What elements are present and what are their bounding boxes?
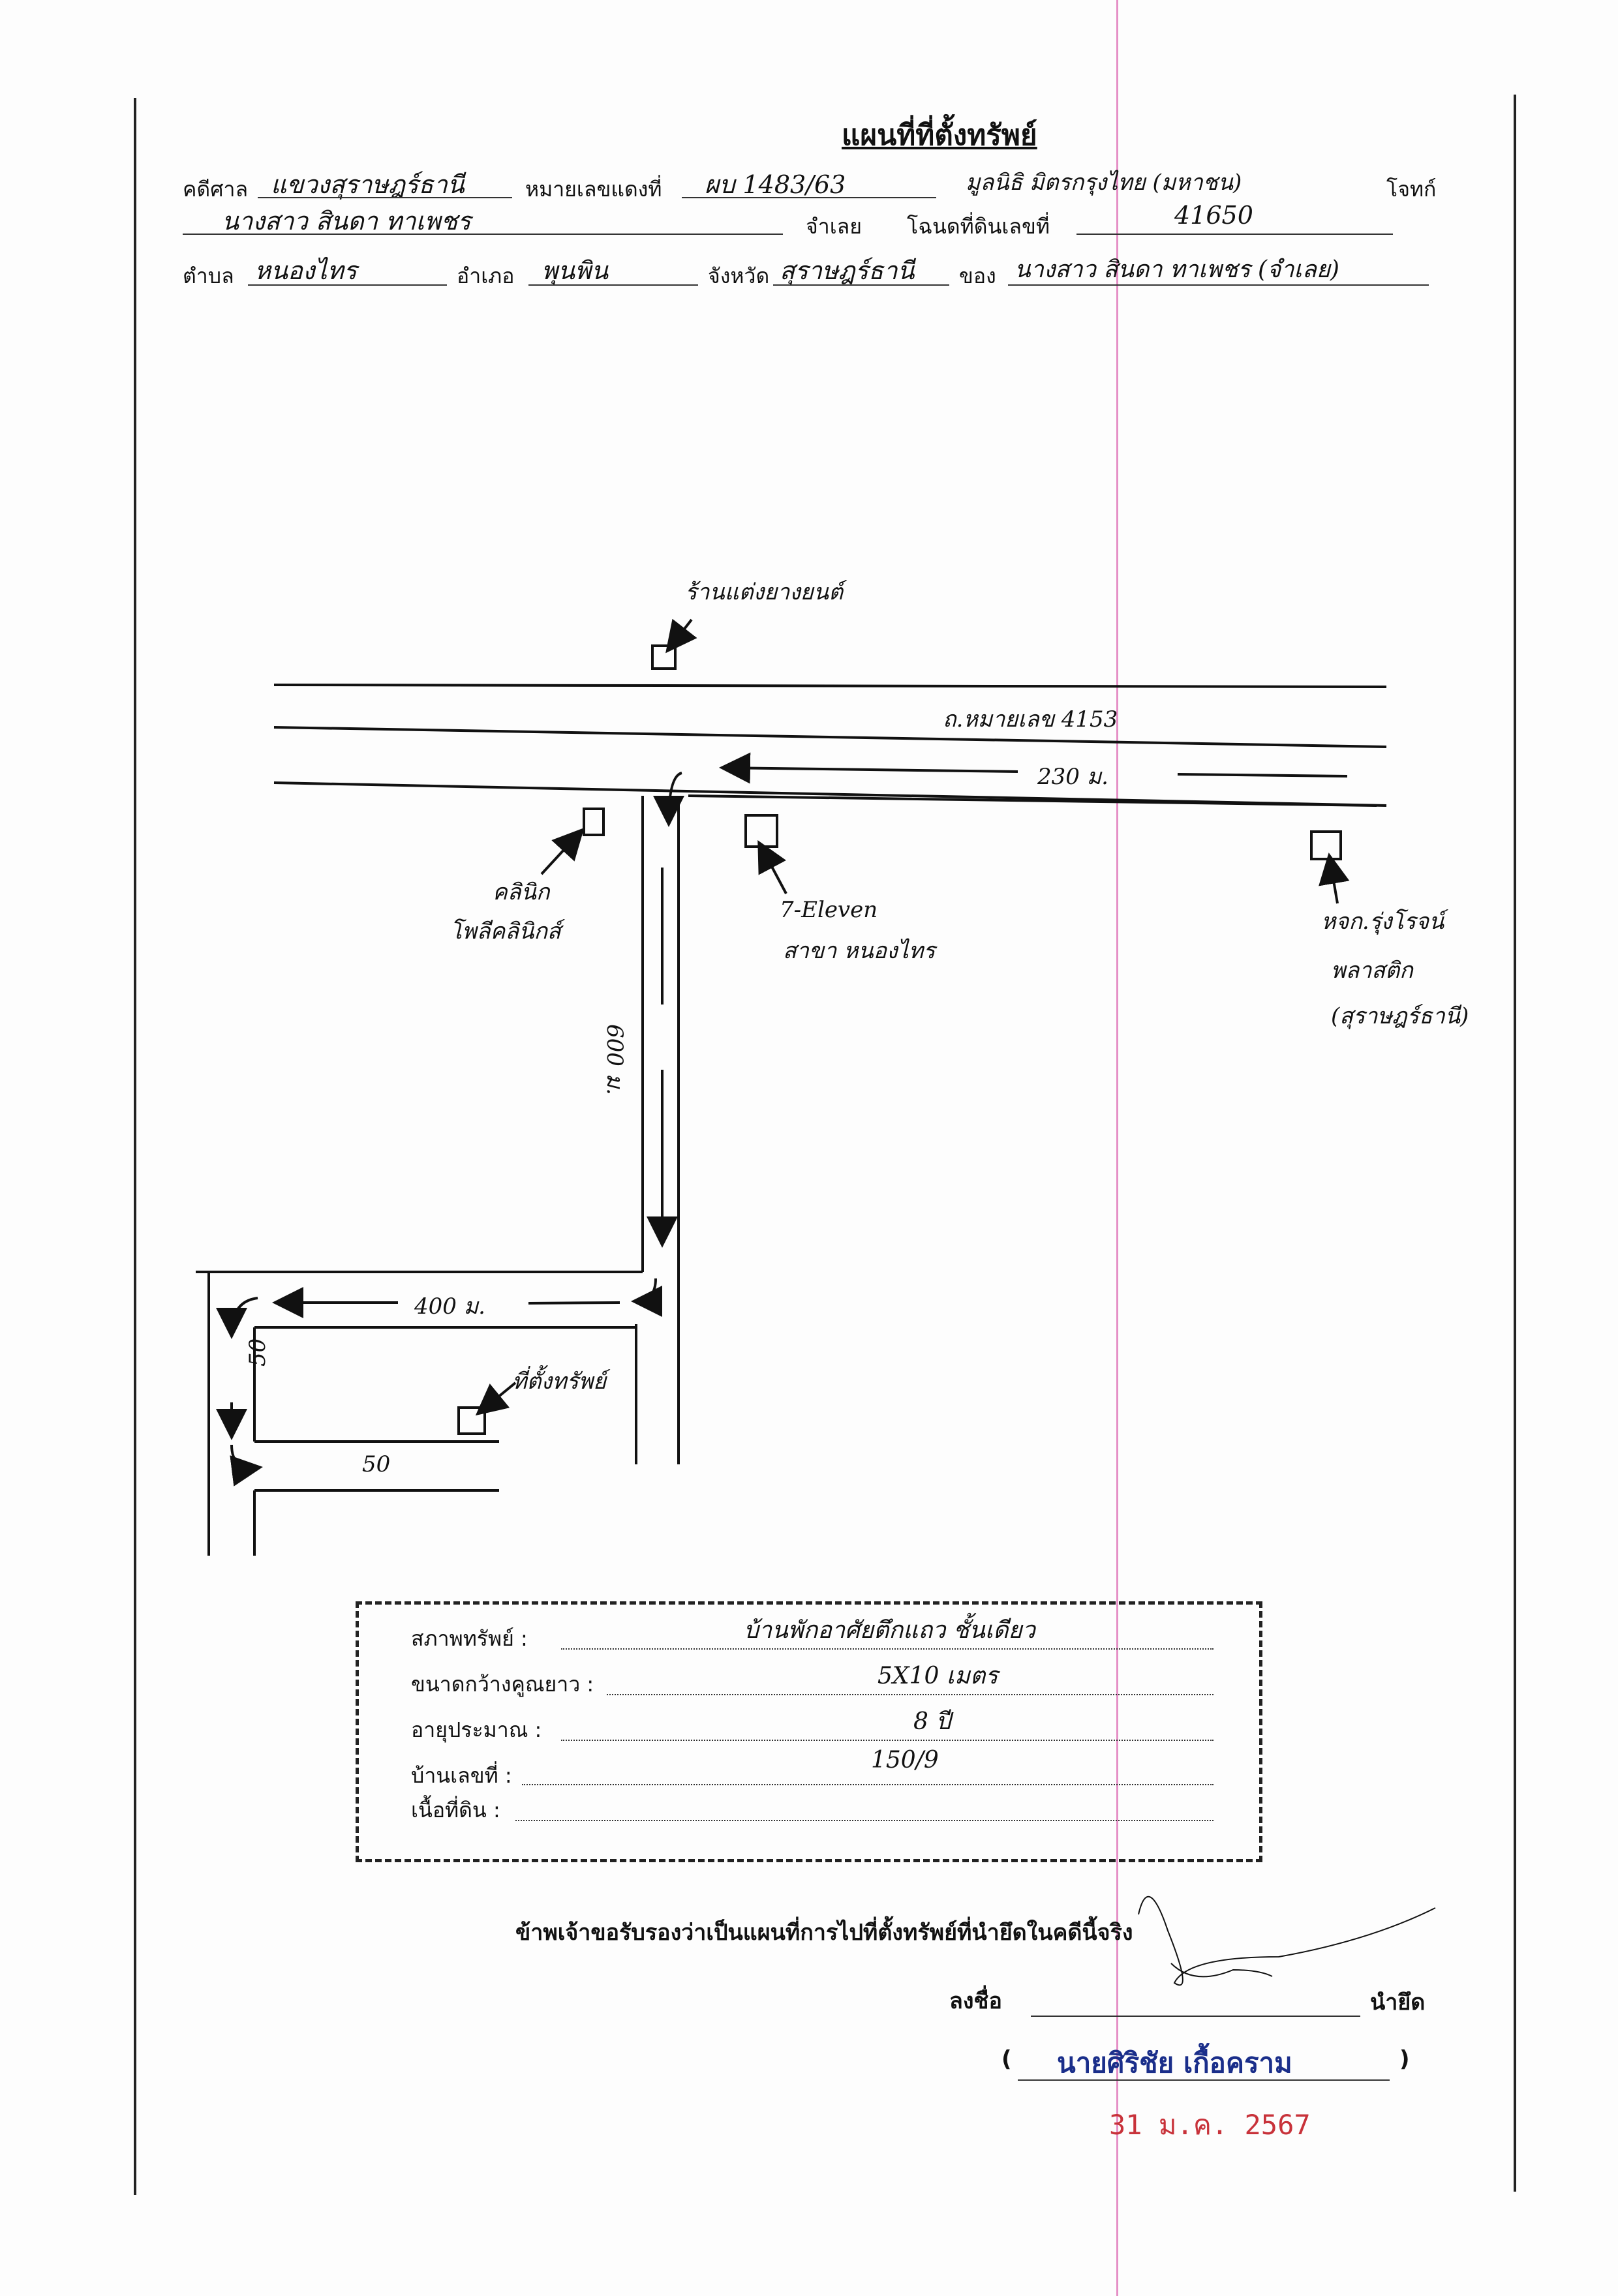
property-details-box [356,1601,1262,1862]
red-no-value: ผบ 1483/63 [705,170,846,199]
province-value: สุราษฎร์ธานี [780,256,915,285]
name-line [1018,2079,1390,2081]
close-paren: ) [1399,2046,1410,2072]
signer-name: นายศิริชัย เกื้อคราม [1057,2047,1292,2079]
right-landmark-line1: หจก.รุ่งโรจน์ [1321,909,1444,935]
road-line-1 [273,684,1387,688]
right-landmark-marker [1310,830,1342,860]
signature-loop [1170,1963,1273,1978]
turn-arrow-top [653,772,685,827]
stamp-date: 31 ม.ค. 2567 [1109,2109,1311,2141]
house-no-dotted-line [522,1784,1214,1785]
owner-label: ของ [959,264,996,288]
owner-value: นางสาว สินดา ทาเพชร (จำเลย) [1015,256,1339,283]
province-label: จังหวัด [708,264,770,288]
left-border [134,98,136,2195]
signature-line [1031,2016,1360,2017]
certification-statement: ข้าพเจ้าขอรับรองว่าเป็นแผนที่การไปที่ตั้… [515,1920,1133,1946]
turn-arrow-bottom [230,1444,263,1487]
right-landmark-line3: (สุราษฎร์ธานี) [1331,1003,1469,1029]
condition-label: สภาพทรัพย์ : [411,1626,528,1651]
left-landmark-marker [583,808,605,836]
sign-role: นำยึด [1370,1989,1426,2016]
age-dotted-line [561,1740,1214,1741]
mid-landmark-line2: สาขา หนองไทร [783,938,936,964]
left-landmark-line2: โพลีคลินิกส์ [450,918,561,944]
red-no-label: หมายเลขแดงที่ [525,177,662,202]
plaintiff-label: โจทก์ [1386,177,1437,202]
age-value: 8 ปี [913,1708,951,1735]
signature-scribble [1138,1896,1436,1986]
distance-600-label: 600 ม. [602,1024,628,1095]
age-label: อายุประมาณ : [411,1717,542,1742]
shop-marker [651,644,677,670]
court-value: แขวงสุราษฎร์ธานี [271,170,465,199]
size-label: ขนาดกว้างคูณยาว : [411,1672,594,1697]
mid-landmark-arrow [757,839,787,894]
right-landmark-line2: พลาสติก [1331,958,1413,984]
defendant-label: จำเลย [806,214,862,239]
distance-230-label: 230 ม. [1037,764,1108,790]
distance-400-label: 400 ม. [414,1293,485,1320]
left-landmark-arrow [540,828,585,875]
plaintiff-value: มูลนิธิ มิตรกรุงไทย (มหาชน) [966,170,1242,196]
deed-value: 41650 [1174,201,1253,230]
tambon-label: ตำบล [183,264,234,288]
distance-50-horizontal-label: 50 [362,1451,391,1477]
distance-50-vertical-label: 50 [245,1338,271,1367]
condition-dotted-line [561,1648,1214,1650]
court-label: คดีศาล [183,177,249,202]
land-area-label: เนื้อที่ดิน : [411,1798,500,1822]
turn-arrow-left [216,1297,258,1339]
margin-line [1116,0,1118,2296]
open-paren: ( [1001,2046,1012,2072]
court-underline [258,197,512,198]
property-label: ที่ตั้งทรัพย์ [512,1368,607,1395]
sign-label: ลงชื่อ [949,1988,1002,2014]
defendant-underline [183,234,783,235]
top-shop-label: ร้านแต่งยางยนต์ [685,579,844,605]
tambon-value: หนองไทร [254,256,357,285]
arrow-230 [719,752,1018,784]
province-underline [773,284,949,286]
right-landmark-arrow [1319,853,1350,904]
property-marker [457,1406,486,1435]
turn-arrow-mid [631,1278,663,1317]
tambon-underline [248,284,447,286]
road-line-3 [273,781,1387,807]
page-title: แผนที่ที่ตั้งทรัพย์ [842,119,1037,152]
property-arrow [475,1382,517,1416]
amphoe-underline [528,284,698,286]
amphoe-value: พุนพิน [542,256,609,285]
arrow-230-right [1177,773,1348,778]
owner-underline [1008,284,1429,286]
road-line-2 [273,726,1387,748]
size-value: 5X10 เมตร [878,1663,998,1689]
deed-underline [1076,234,1393,235]
amphoe-label: อำเภอ [457,264,515,288]
mid-landmark-marker [744,814,778,848]
land-area-dotted-line [515,1820,1214,1821]
house-no-value: 150/9 [871,1747,939,1774]
mid-landmark-line1: 7-Eleven [780,897,878,923]
red-no-underline [682,197,936,198]
condition-value: บ้านพักอาศัยตึกแถว ชั้นเดียว [744,1617,1035,1644]
road-line-5 [688,794,1377,807]
left-landmark-line1: คลินิก [493,879,550,905]
size-dotted-line [607,1694,1214,1695]
defendant-value: นางสาว สินดา ทาเพชร [222,207,471,235]
road-name-label: ถ.หมายเลข 4153 [943,706,1118,733]
deed-label: โฉนดที่ดินเลขที่ [907,214,1050,239]
house-no-label: บ้านเลขที่ : [411,1763,512,1788]
right-border [1514,95,1516,2192]
shop-arrow [665,618,697,654]
